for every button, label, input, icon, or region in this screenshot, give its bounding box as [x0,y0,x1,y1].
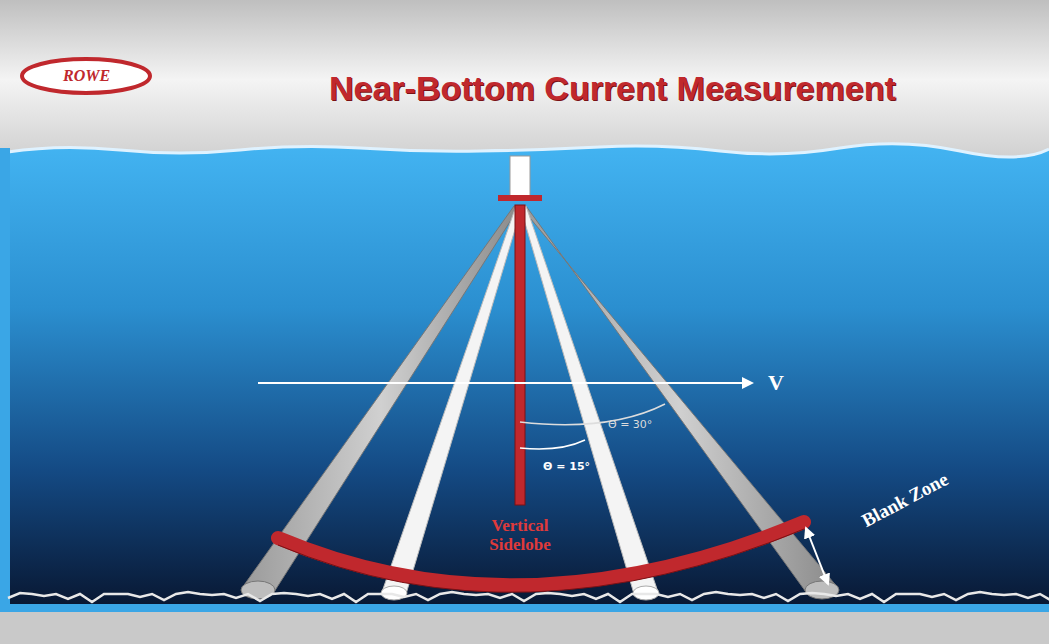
title: Near-Bottom Current Measurement [329,70,896,107]
seabed-strip [0,604,1049,612]
angle-label: Θ = 15° [543,461,590,473]
vertical-beam [515,205,525,505]
logo-text: ROWE [63,67,110,85]
header-band [0,0,1049,160]
blank-zone-label: Blank Zone [859,469,952,532]
adcp-body [510,156,530,196]
sidelobe-label: Vertical Sidelobe [478,517,562,554]
angle-label: Θ = 30° [608,419,652,431]
water-edge [0,148,10,618]
adcp-flange [498,195,542,201]
water-body [8,144,1049,610]
logo-oval [22,59,150,93]
water-surface [8,144,1049,157]
velocity-label: V [768,371,784,395]
seabed-line [8,592,1049,602]
angle-arc-15 [520,440,585,449]
velocity-arrow [258,382,752,384]
footer-band [0,610,1049,644]
blank-zone-arrow [806,528,828,584]
